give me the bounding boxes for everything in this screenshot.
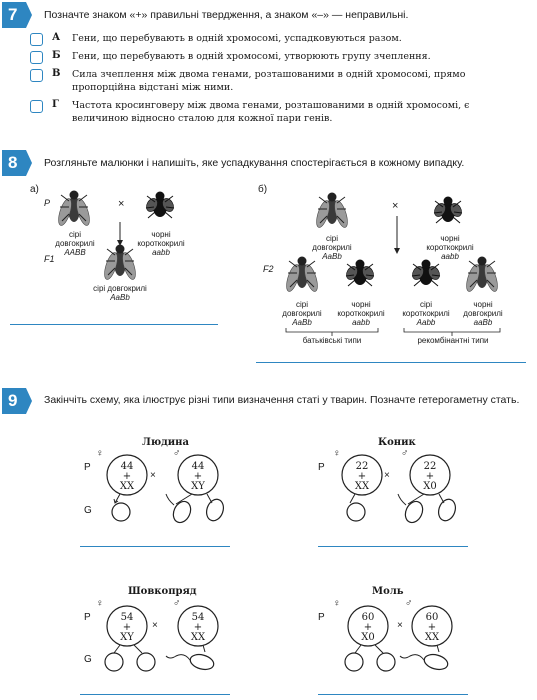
task-9-prompt: Закінчіть схему, яка ілюструє різні типи… [44, 394, 520, 406]
task-8-prompt: Розгляньте малюнки і напишіть, яке успад… [44, 157, 465, 169]
scheme-moth-female-karyotype: 60+X0 [361, 612, 375, 643]
scheme-silkworm-female-karyotype: 54+XY [120, 612, 134, 643]
option-d-letter: Г [52, 99, 59, 110]
scheme-moth-female-icon: ♀ [333, 598, 341, 609]
part-b-label: б) [258, 184, 268, 195]
scheme-grasshopper-title: Коник [378, 437, 416, 448]
part-b-cross: × [392, 200, 399, 212]
task-8-number: 8 [2, 150, 32, 176]
option-c: В Сила зчеплення між двома генами, розта… [30, 68, 530, 96]
part-a-p-label: P [44, 198, 51, 208]
option-c-letter: В [52, 68, 61, 79]
scheme-silkworm-answer-line[interactable] [80, 694, 230, 695]
option-d-checkbox[interactable] [30, 100, 43, 113]
scheme-silkworm-cross: × [152, 620, 158, 631]
part-a-cross: × [118, 198, 125, 210]
scheme-moth-p: P [318, 612, 325, 623]
scheme-moth-answer-line[interactable] [318, 694, 468, 695]
scheme-human-p: P [84, 462, 91, 473]
option-a-text: Гени, що перебувають в одній хромосомі, … [72, 33, 402, 44]
option-b-text: Гени, що перебувають в одній хромосомі, … [72, 51, 431, 62]
task-9-number: 9 [2, 388, 32, 414]
scheme-human-answer-line[interactable] [80, 546, 230, 547]
parental-types-label: батьківські типи [302, 336, 362, 345]
option-c-checkbox[interactable] [30, 69, 43, 82]
part-a-label: а) [30, 184, 39, 195]
scheme-grasshopper-answer-line[interactable] [318, 546, 468, 547]
scheme-silkworm-male-icon: ♂ [173, 598, 181, 609]
scheme-grasshopper-female-icon: ♀ [333, 448, 341, 459]
scheme-moth-cross: × [397, 620, 403, 631]
part-a-answer-line[interactable] [10, 324, 218, 325]
scheme-silkworm-g: G [84, 654, 92, 665]
scheme-moth-male-icon: ♂ [405, 598, 413, 609]
part-b-f2-label: F2 [263, 264, 274, 274]
scheme-moth-title: Моль [372, 586, 404, 597]
scheme-human-female-icon: ♀ [96, 448, 104, 459]
scheme-grasshopper-male-karyotype: 22+X0 [423, 461, 437, 492]
scheme-grasshopper-male-icon: ♂ [401, 448, 409, 459]
option-a-checkbox[interactable] [30, 33, 43, 46]
scheme-grasshopper-p: P [318, 462, 325, 473]
scheme-silkworm-female-icon: ♀ [96, 598, 104, 609]
scheme-human-male-icon: ♂ [173, 448, 181, 459]
scheme-silkworm-male-karyotype: 54+XX [190, 612, 206, 643]
task-7-number: 7 [2, 2, 32, 28]
scheme-human-female-karyotype: 44+XX [119, 461, 135, 492]
option-d-text: Частота кросинговеру між двома генами, р… [72, 100, 470, 124]
scheme-grasshopper-cross: × [384, 470, 390, 481]
scheme-silkworm-p: P [84, 612, 91, 623]
scheme-human-cross: × [150, 470, 156, 481]
option-d: Г Частота кросинговеру між двома генами,… [30, 99, 530, 127]
scheme-human-title: Людина [142, 437, 189, 448]
option-c-text: Сила зчеплення між двома генами, розташо… [72, 69, 466, 93]
scheme-human-male-karyotype: 44+XY [191, 461, 205, 492]
scheme-moth-male-karyotype: 60+XX [424, 612, 440, 643]
recombinant-types-label: рекомбінантні типи [417, 336, 489, 345]
scheme-grasshopper-female-karyotype: 22+XX [354, 461, 370, 492]
part-b-answer-line[interactable] [256, 362, 526, 363]
scheme-human-g: G [84, 505, 92, 516]
option-a-letter: А [52, 32, 61, 43]
option-b-checkbox[interactable] [30, 51, 43, 64]
option-b-letter: Б [52, 50, 61, 61]
option-a: А Гени, що перебувають в одній хромосомі… [30, 32, 530, 60]
task-7-prompt: Позначте знаком «+» правильні твердження… [44, 9, 409, 21]
part-a-f1-label: F1 [44, 254, 55, 264]
option-b: Б Гени, що перебувають в одній хромосомі… [30, 50, 530, 78]
scheme-silkworm-title: Шовкопряд [128, 586, 197, 597]
